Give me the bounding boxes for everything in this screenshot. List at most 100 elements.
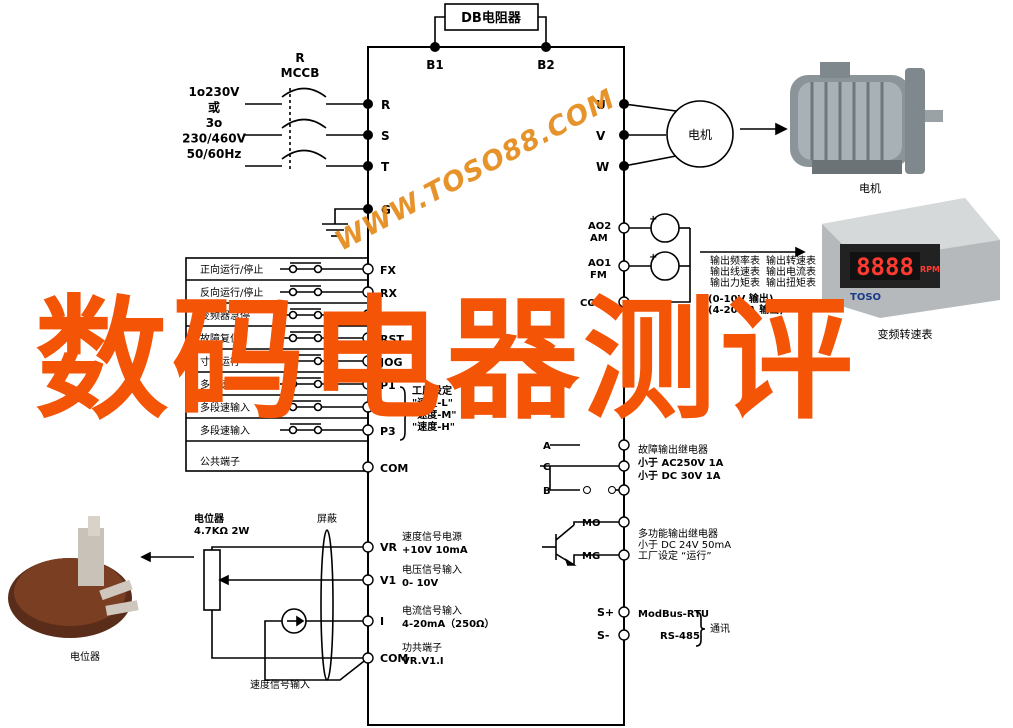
terminal-dot [618,484,630,496]
switch-contact [288,310,298,320]
meter-caption: 变频转速表 [878,327,933,341]
input-function-label: 多段速输入 [200,424,250,437]
terminal-dot [363,204,373,214]
shield-label: 屏蔽 [317,513,337,525]
terminal-dot [363,130,373,140]
potentiometer-symbol [203,549,221,611]
meter-display: 8888 [856,253,914,281]
switch-contact [313,425,323,435]
power-input-line: 3o [206,116,223,130]
terminal-jog: JOG [379,356,402,369]
terminal-dot [619,99,629,109]
terminal-dot [362,355,374,367]
watermark-title: 数码电器测评 [35,284,857,438]
analog-input-spec: 电压信号输入 [402,563,462,576]
multi-relay-spec: 小于 DC 24V 50mA [638,539,731,551]
ao1-label: AO1 [588,258,611,269]
relay-terminal-mo: MO [582,518,600,529]
fault-relay-spec: 故障输出继电器 [638,443,708,456]
pot-spec: 电位器 [194,512,225,525]
switch-contact [313,264,323,274]
ao2-label: AO2 [588,221,611,232]
relay-terminal-c: C [543,462,550,473]
ao-description: 输出力矩表 [710,276,760,289]
comm-terminal: S+ [597,606,614,619]
switch-contact [288,333,298,343]
relay-terminal-a: A [543,441,551,452]
factory-setting-line: "速度-M" [412,408,457,421]
analog-input-spec: 功共端子 [402,641,442,654]
speed-signal-input-label: 速度信号输入 [250,678,310,691]
terminal-dot [619,130,629,140]
terminal-com: COM [380,462,408,475]
terminal-dot [541,42,551,52]
terminal-rst: RST [380,333,404,346]
terminal-dot [430,42,440,52]
ao-range: (0-10V 输出) [708,292,773,305]
relay-terminal-mg: MG [582,551,600,562]
ao-description: 输出扭矩表 [766,276,816,289]
power-input-line: 或 [208,100,220,115]
db-resistor-label: DB电阻器 [461,10,522,26]
terminal-u: U [596,98,606,112]
comm-protocol: ModBus-RTU [638,609,709,620]
terminal-dot [362,263,374,275]
terminal-dot [363,161,373,171]
input-function-label: 故障复位 [200,332,240,345]
terminal-p2: P2 [380,402,396,415]
b2-label: B2 [537,58,555,72]
factory-setting-line: "速度-H" [412,420,455,433]
switch-contact [288,402,298,412]
input-function-label: 多段速输入 [200,378,250,391]
switch-contact [313,310,323,320]
terminal-s: S [381,129,390,143]
terminal-dot [618,296,630,308]
fm-label: FM [590,270,607,281]
input-function-label: 正向运行/停止 [200,263,263,276]
motor-symbol-label: 电机 [688,128,712,142]
ao-range: (4-20mA 输出) [708,303,784,316]
terminal-dot [362,401,374,413]
switch-contact [313,379,323,389]
ao-description: 输出转速表 [766,254,816,267]
meter-unit: RPM [920,265,940,274]
pot-photo-caption: 电位器 [70,650,100,663]
terminal-p1: P1 [380,379,396,392]
switch-contact [313,333,323,343]
power-input-line: 50/60Hz [187,147,242,161]
switch-contact [313,402,323,412]
terminal-dot [362,461,374,473]
multi-relay-spec: 多功能输出继电器 [638,527,718,540]
terminal-dot [362,574,374,586]
terminal-v1: V1 [380,574,396,587]
terminal-w: W [596,160,609,174]
ao1-plus: + [649,252,657,263]
terminal-g: G [381,203,391,217]
switch-contact [288,379,298,389]
ao-description: 输出线速表 [710,265,760,278]
analog-input-spec: 4-20mA（250Ω） [402,617,495,630]
switch-contact [288,425,298,435]
multi-relay-spec: 工厂设定 “运行” [638,549,712,562]
analog-input-spec: VR.V1.I [402,656,444,667]
analog-input-spec: +10V 10mA [402,545,468,556]
terminal-dot [618,606,630,618]
common-terminal-label: 公共端子 [200,455,240,468]
analog-input-spec: 0- 10V [402,578,439,589]
comm-terminal: S- [597,629,610,642]
relay-terminal-b: B [543,486,551,497]
terminal-t: T [381,160,390,174]
terminal-dot [618,549,630,561]
motor-photo [790,62,943,174]
breaker-r-label: R [295,51,304,65]
analog-input-spec: 电流信号输入 [402,604,462,617]
terminal-dot [362,615,374,627]
terminal-i: I [380,615,384,628]
input-function-label: 变频器急停 [200,309,250,322]
fault-relay-spec: 小于 AC250V 1A [637,456,724,469]
terminal-dot [362,286,374,298]
terminal-r: R [381,98,390,112]
meter-brand: TOSO [850,292,881,303]
motor-symbol [666,100,734,168]
switch-contact [288,356,298,366]
